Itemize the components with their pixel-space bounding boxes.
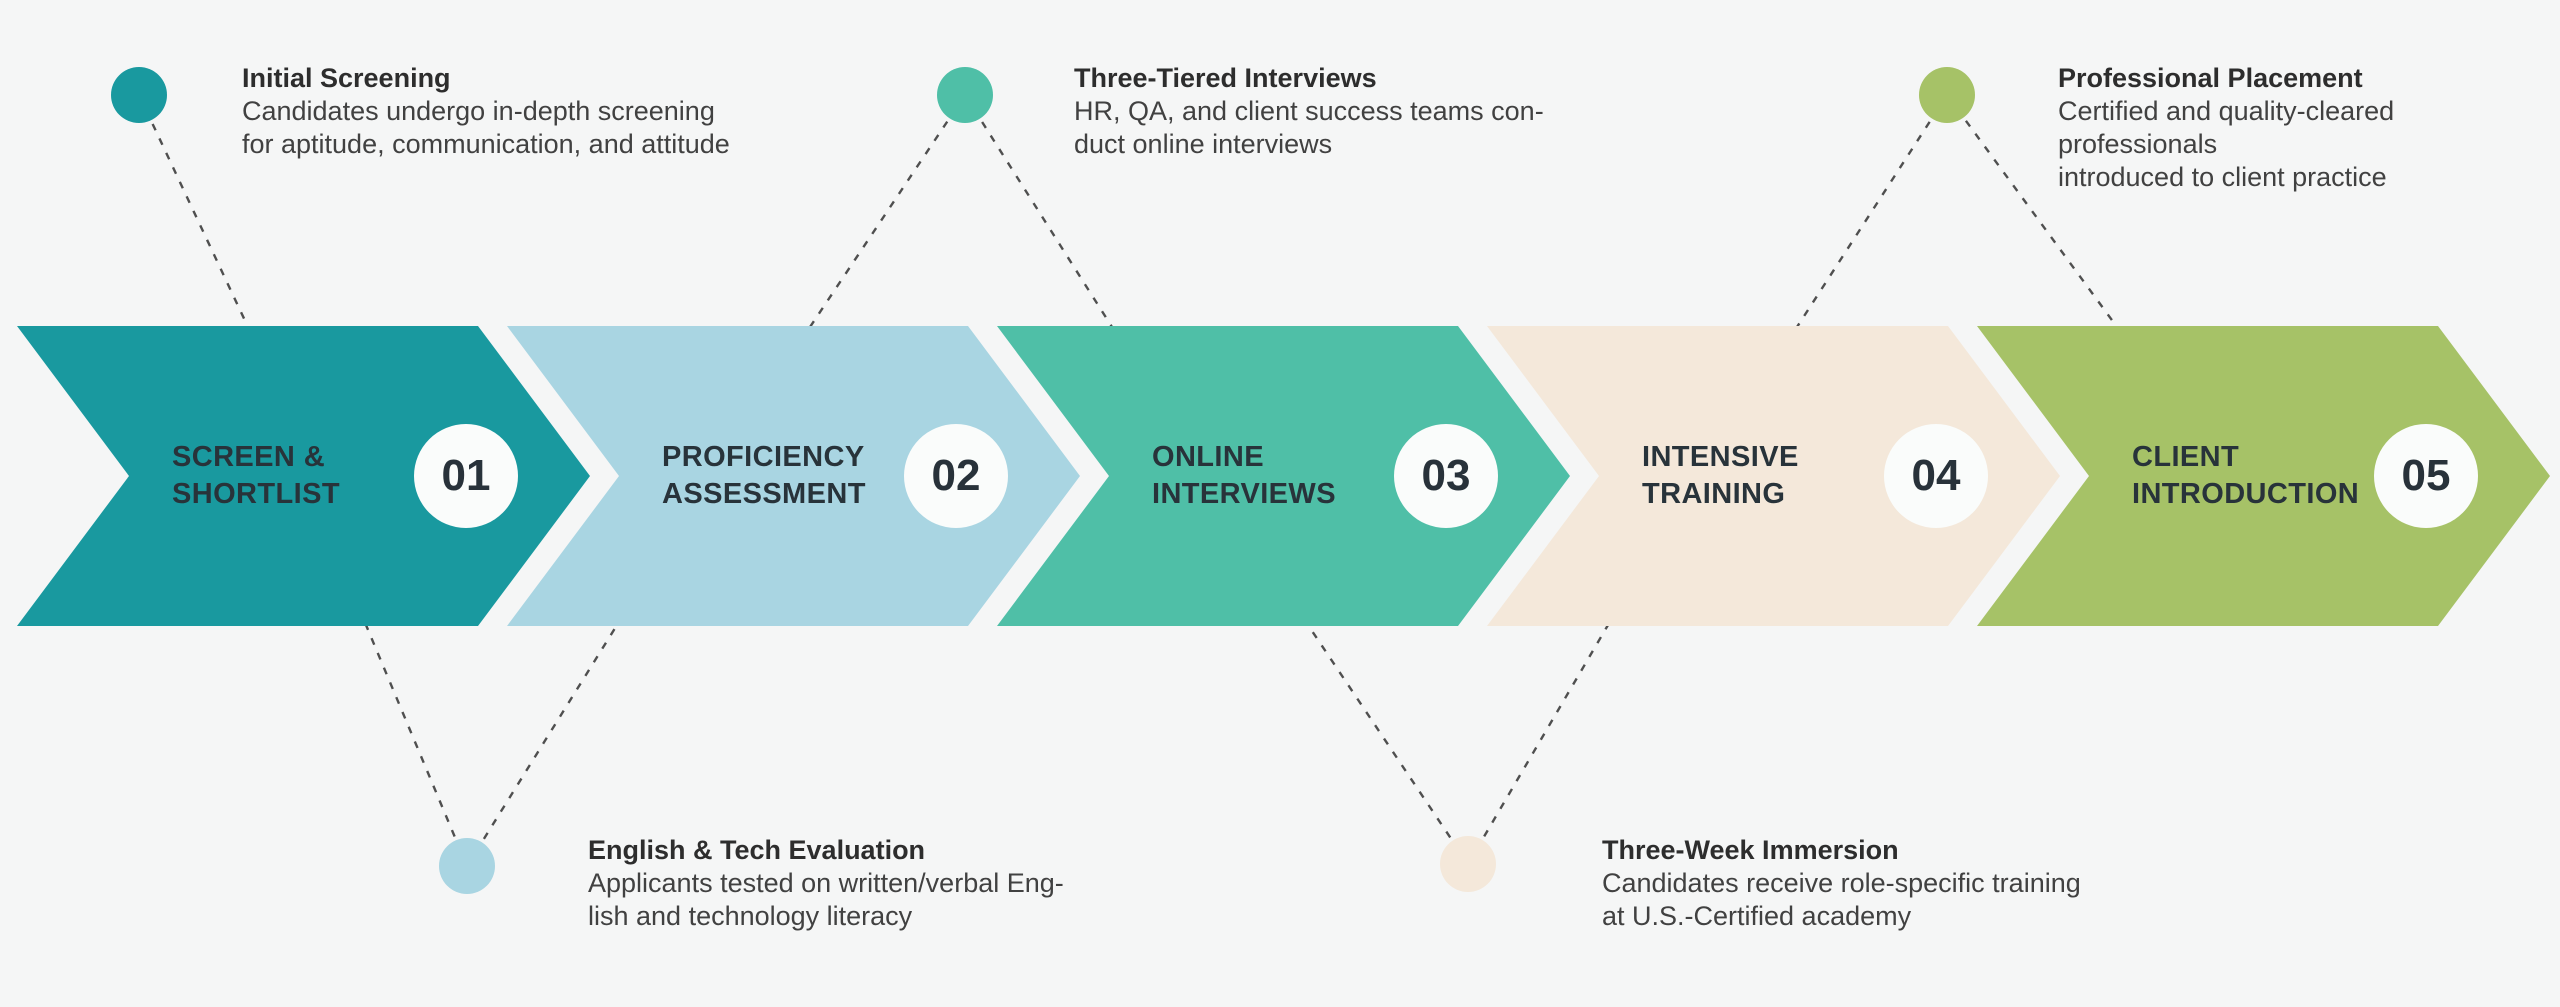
- callout-title: Initial Screening: [242, 63, 451, 93]
- callout-title: Three-Tiered Interviews: [1074, 63, 1377, 93]
- step-number-badge-5: 05: [2374, 424, 2478, 528]
- callout-body: Certified and quality-cleared profession…: [2058, 96, 2395, 192]
- step-label-4: INTENSIVE TRAINING: [1642, 441, 1799, 510]
- callout-dot-three-tiered-interviews: [937, 67, 993, 123]
- connector-line: [1466, 624, 1610, 865]
- callout-body: Candidates receive role-specific trainin…: [1602, 868, 2081, 931]
- step-number-badge-4: 04: [1884, 424, 1988, 528]
- step-number-badge-3: 03: [1394, 424, 1498, 528]
- connector-line: [963, 94, 1114, 328]
- chevron-step-2: [507, 326, 1080, 626]
- callout-initial-screening: Initial Screening Candidates undergo in-…: [242, 62, 730, 161]
- step-label-1: SCREEN & SHORTLIST: [172, 441, 340, 510]
- callout-title: Professional Placement: [2058, 63, 2363, 93]
- callout-title: English & Tech Evaluation: [588, 835, 926, 865]
- callout-body: Applicants tested on written/verbal Eng-…: [588, 868, 1064, 931]
- connector-line: [137, 94, 250, 328]
- connector-line: [364, 624, 469, 867]
- callout-dot-initial-screening: [111, 67, 167, 123]
- callout-dot-english-tech-evaluation: [439, 838, 495, 894]
- step-label-5: CLIENT INTRODUCTION: [2132, 441, 2360, 510]
- connector-line: [809, 94, 966, 328]
- callout-body: HR, QA, and client success teams con- du…: [1074, 96, 1544, 159]
- chevron-step-5: [1977, 326, 2550, 626]
- connector-line: [1795, 94, 1949, 328]
- callout-english-tech-evaluation: English & Tech Evaluation Applicants tes…: [588, 834, 1064, 933]
- callout-dot-three-week-immersion: [1440, 836, 1496, 892]
- step-label-2: PROFICIENCY ASSESSMENT: [662, 441, 866, 510]
- chevron-step-4: [1487, 326, 2060, 626]
- connector-line: [1307, 624, 1469, 865]
- chevron-step-3: [997, 326, 1570, 626]
- connector-line: [465, 624, 619, 867]
- chevron-step-1: [17, 326, 590, 626]
- callout-three-week-immersion: Three-Week Immersion Candidates receive …: [1602, 834, 2081, 933]
- callout-body: Candidates undergo in-depth screening fo…: [242, 96, 730, 159]
- step-number-badge-1: 01: [414, 424, 518, 528]
- callout-professional-placement: Professional Placement Certified and qua…: [2058, 62, 2560, 194]
- callout-dot-professional-placement: [1919, 67, 1975, 123]
- step-number-badge-2: 02: [904, 424, 1008, 528]
- callout-three-tiered-interviews: Three-Tiered Interviews HR, QA, and clie…: [1074, 62, 1544, 161]
- callout-title: Three-Week Immersion: [1602, 835, 1899, 865]
- step-label-3: ONLINE INTERVIEWS: [1152, 441, 1336, 510]
